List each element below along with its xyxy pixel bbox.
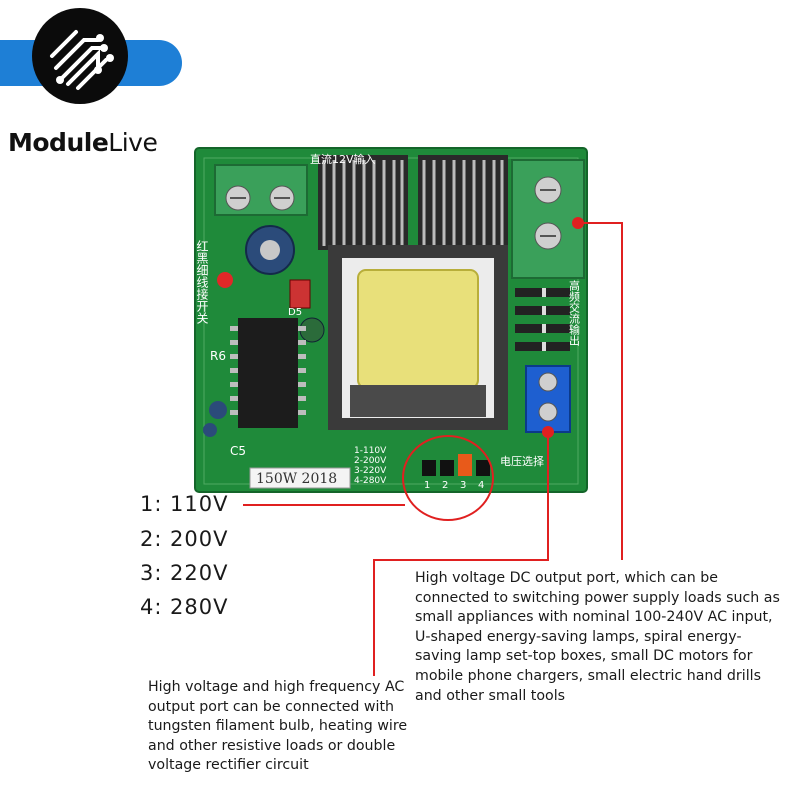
selector-line-3: 3-220V xyxy=(354,466,387,476)
silk-c5: C5 xyxy=(230,444,246,458)
brand-name-part1: Module xyxy=(8,128,109,157)
diodes xyxy=(515,288,570,351)
ic-chip xyxy=(238,318,298,428)
led xyxy=(217,272,233,288)
heat-sink-right xyxy=(418,155,508,250)
logo-circuit-icon xyxy=(50,30,114,90)
silk-top: 直流12V输入 xyxy=(310,152,376,166)
voltage-option-3: 3:220V xyxy=(140,561,229,585)
pin-1: 1 xyxy=(424,480,430,491)
silk-right-vertical: 高频交流输出 xyxy=(568,279,581,346)
inverter-board-svg: 直流12V输入 R6 C5 D5 电压选择 150W 2018 1-110V 2… xyxy=(194,147,588,493)
selector-line-4: 4-280V xyxy=(354,476,387,486)
brand-name: ModuleLive xyxy=(8,128,158,157)
board-model-label: 150W 2018 xyxy=(256,471,337,487)
selector-line-1: 1-110V xyxy=(354,446,387,456)
voltage-option-1: 1:110V xyxy=(140,492,229,516)
silk-left-vertical: 红黑细线接开关 xyxy=(195,239,209,324)
inverter-board-image: 直流12V输入 R6 C5 D5 电压选择 150W 2018 1-110V 2… xyxy=(190,130,590,495)
heat-sink-left xyxy=(318,155,408,250)
pin-4: 4 xyxy=(478,480,484,491)
silk-r6: R6 xyxy=(210,349,226,363)
brand-logo xyxy=(32,8,128,104)
transformer-core xyxy=(357,269,479,389)
brand-name-part2: Live xyxy=(108,128,158,157)
ac-output-description: High voltage and high frequency AC outpu… xyxy=(148,679,408,774)
voltage-option-4: 4:280V xyxy=(140,595,229,619)
selector-line-2: 2-200V xyxy=(354,456,387,466)
pin-3: 3 xyxy=(460,480,466,491)
silk-d5: D5 xyxy=(288,307,302,318)
silk-select: 电压选择 xyxy=(500,454,544,468)
pin-2: 2 xyxy=(442,480,448,491)
voltage-option-2: 2:200V xyxy=(140,527,229,551)
dc-output-description: High voltage DC output port, which can b… xyxy=(415,570,780,704)
